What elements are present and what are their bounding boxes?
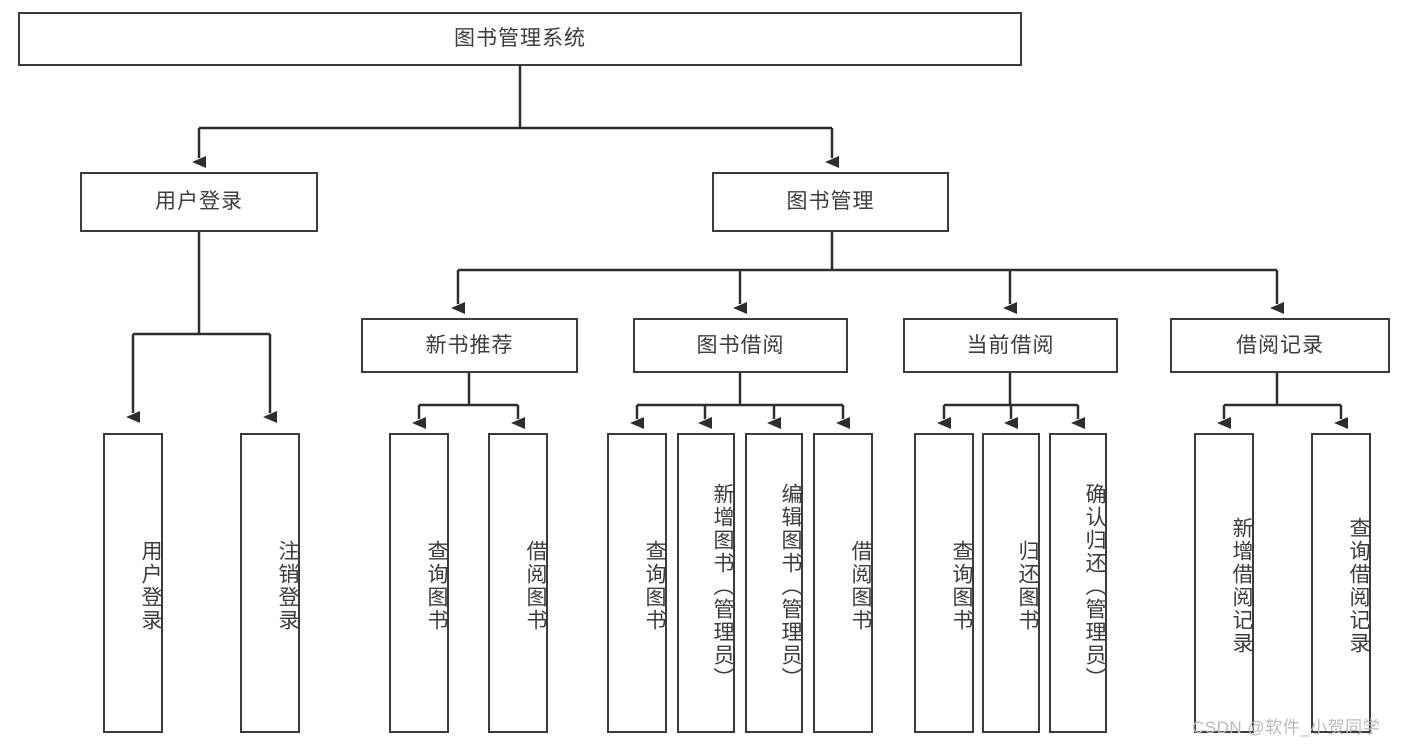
node-label: 用户登录 <box>139 540 162 632</box>
leaf-current-borrow-return-book[interactable]: 归还图书 <box>982 433 1040 733</box>
node-label: 新增图书（管理员） <box>711 482 734 690</box>
node-label: 新书推荐 <box>425 333 514 357</box>
leaf-current-borrow-confirm-return-admin[interactable]: 确认归还（管理员） <box>1049 433 1107 733</box>
leaf-borrow-record-query-record[interactable]: 查询借阅记录 <box>1311 433 1371 733</box>
node-label: 查询借阅记录 <box>1347 517 1370 655</box>
node-label: 查询图书 <box>425 540 448 632</box>
node-label: 确认归还（管理员） <box>1083 482 1106 690</box>
node-label: 注销登录 <box>276 540 299 632</box>
node-label: 借阅图书 <box>524 540 547 632</box>
node-current-borrow[interactable]: 当前借阅 <box>903 318 1118 373</box>
node-label: 归还图书 <box>1016 540 1039 632</box>
leaf-new-book-query-book[interactable]: 查询图书 <box>389 433 449 733</box>
node-book-management[interactable]: 图书管理 <box>712 172 949 232</box>
leaf-book-borrow-add-book-admin[interactable]: 新增图书（管理员） <box>677 433 735 733</box>
node-new-book-recommend[interactable]: 新书推荐 <box>361 318 578 373</box>
leaf-user-login-login[interactable]: 用户登录 <box>103 433 163 733</box>
node-label: 用户登录 <box>155 190 243 214</box>
node-book-borrow[interactable]: 图书借阅 <box>633 318 848 373</box>
node-user-login[interactable]: 用户登录 <box>80 172 318 232</box>
node-label: 图书管理 <box>786 190 875 214</box>
node-label: 新增借阅记录 <box>1230 517 1253 655</box>
node-borrow-record[interactable]: 借阅记录 <box>1170 318 1390 373</box>
node-label: 图书借阅 <box>696 333 785 357</box>
leaf-book-borrow-edit-book-admin[interactable]: 编辑图书（管理员） <box>745 433 803 733</box>
leaf-user-login-logout[interactable]: 注销登录 <box>240 433 300 733</box>
node-label: 查询图书 <box>643 540 666 632</box>
node-label: 借阅记录 <box>1236 333 1324 357</box>
node-label: 编辑图书（管理员） <box>779 482 802 690</box>
node-label: 借阅图书 <box>849 540 872 632</box>
leaf-borrow-record-add-record[interactable]: 新增借阅记录 <box>1194 433 1254 733</box>
node-label: 当前借阅 <box>966 333 1055 357</box>
leaf-book-borrow-query-book[interactable]: 查询图书 <box>607 433 667 733</box>
node-label: 图书管理系统 <box>454 27 586 51</box>
node-label: 查询图书 <box>950 540 973 632</box>
node-root-book-management-system[interactable]: 图书管理系统 <box>18 12 1022 66</box>
leaf-book-borrow-borrow-book[interactable]: 借阅图书 <box>813 433 873 733</box>
leaf-new-book-borrow-book[interactable]: 借阅图书 <box>488 433 548 733</box>
csdn-watermark: CSDN @软件_小贺同学 <box>1192 718 1381 737</box>
leaf-current-borrow-query-book[interactable]: 查询图书 <box>914 433 974 733</box>
